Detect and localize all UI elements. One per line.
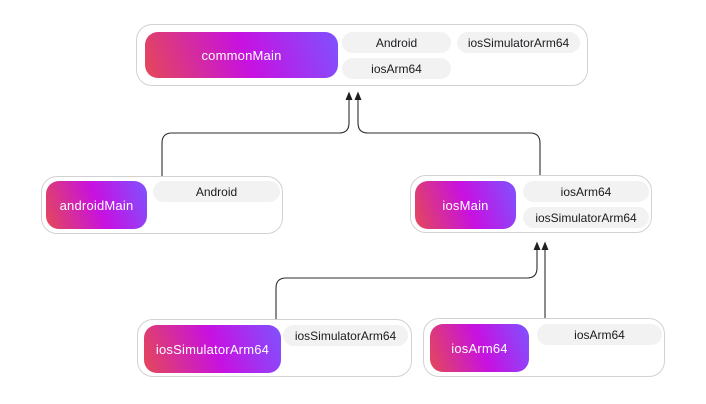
target-pill-android: Android: [342, 32, 451, 53]
node-iosarm64-label: iosArm64: [430, 324, 529, 372]
target-pill-iosarm64: iosArm64: [342, 58, 451, 79]
edge-iosmain-to-commonmain: [357, 99, 541, 175]
target-pill-iossimulatorarm64: iosSimulatorArm64: [283, 325, 408, 346]
target-pill-android: Android: [153, 181, 280, 202]
arrowhead-icon: [345, 91, 353, 100]
node-iosmain: iosMain iosArm64 iosSimulatorArm64: [410, 175, 652, 233]
edge-androidmain-to-commonmain: [161, 99, 350, 176]
target-pill-iosarm64: iosArm64: [523, 181, 649, 202]
node-commonmain: commonMain Android iosSimulatorArm64 ios…: [136, 24, 588, 86]
node-iosmain-label: iosMain: [415, 181, 516, 229]
edge-iossimulatorarm64-to-iosmain: [275, 249, 538, 319]
node-iosarm64: iosArm64 iosArm64: [423, 318, 665, 377]
node-androidmain: androidMain Android: [41, 176, 283, 234]
node-iossimulatorarm64: iosSimulatorArm64 iosSimulatorArm64: [137, 319, 412, 377]
arrowhead-icon: [533, 241, 541, 250]
arrowhead-icon: [541, 241, 549, 250]
target-pill-iosarm64: iosArm64: [537, 324, 662, 345]
node-androidmain-label: androidMain: [46, 181, 147, 229]
target-pill-iossimulatorarm64: iosSimulatorArm64: [457, 32, 580, 53]
node-iossimulatorarm64-label: iosSimulatorArm64: [144, 325, 281, 373]
target-pill-iossimulatorarm64: iosSimulatorArm64: [523, 207, 649, 228]
node-commonmain-label: commonMain: [145, 32, 338, 78]
arrowhead-icon: [354, 91, 362, 100]
